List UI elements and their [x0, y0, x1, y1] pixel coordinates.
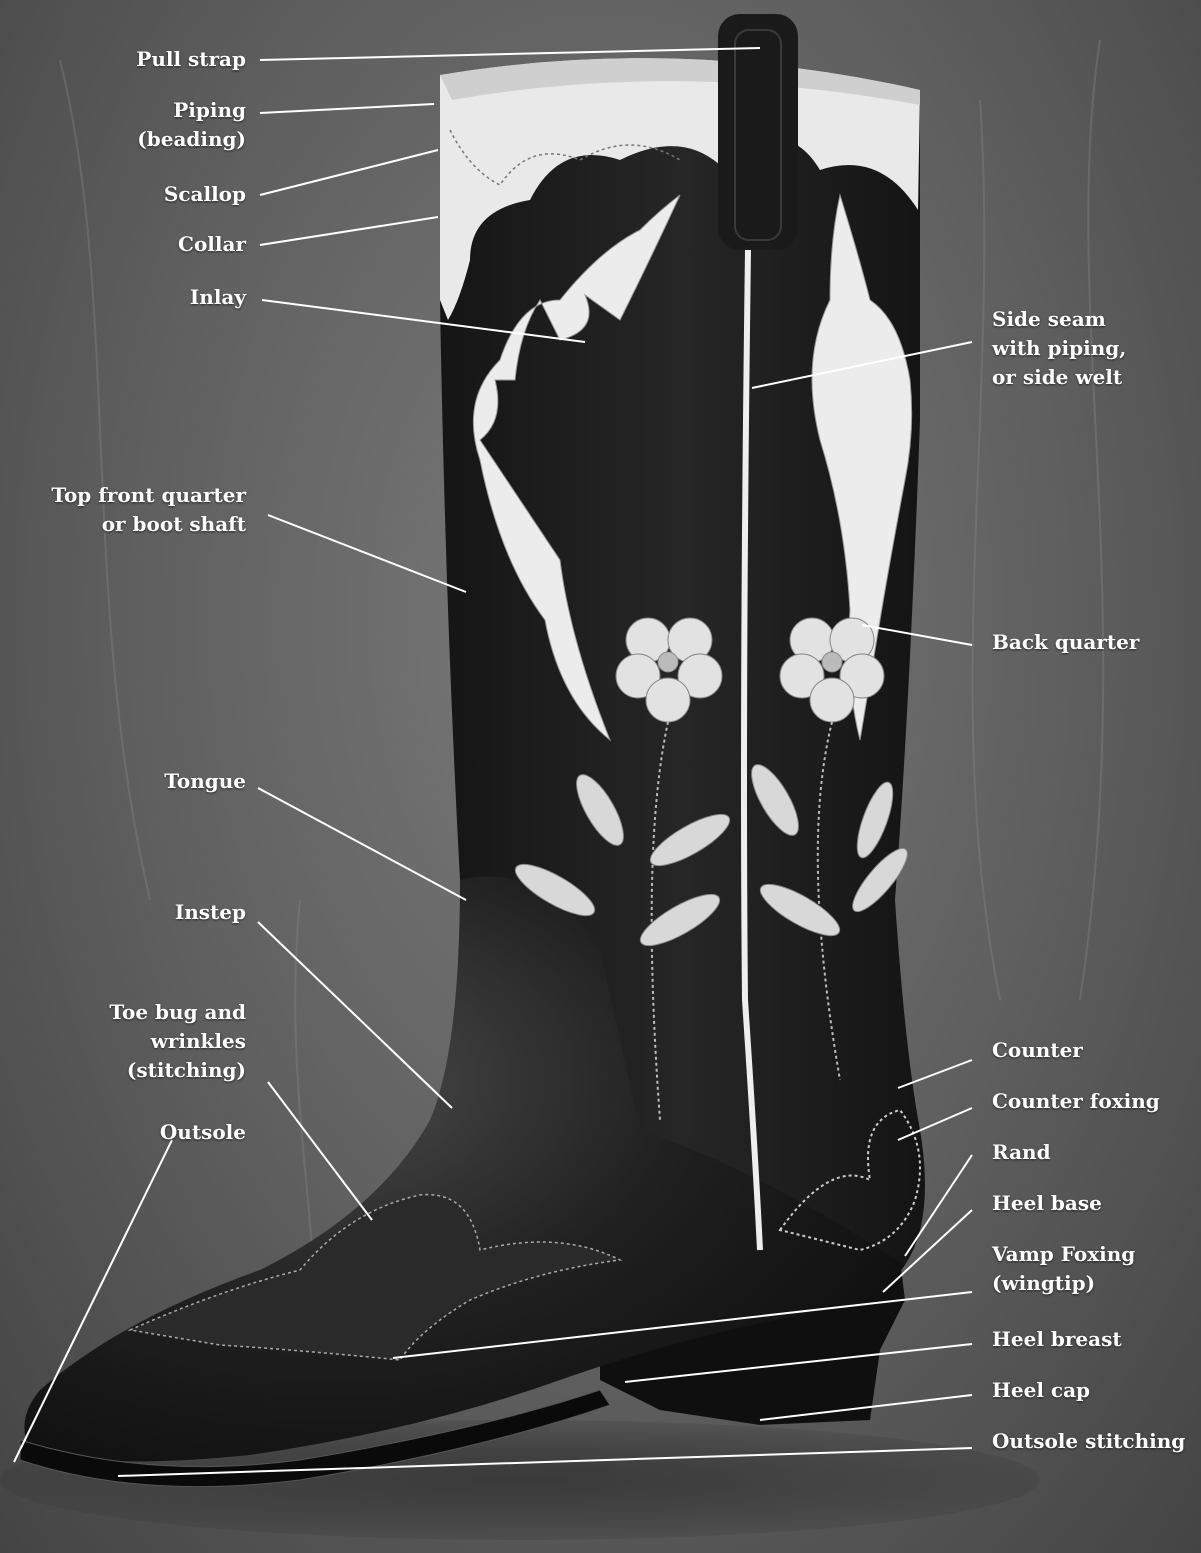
label-line: Inlay	[190, 283, 246, 312]
label-line: Counter foxing	[992, 1087, 1160, 1116]
label-scallop: Scallop	[164, 180, 246, 209]
label-line: Side seam	[992, 305, 1126, 334]
label-outsole-stitching: Outsole stitching	[992, 1427, 1185, 1456]
label-line: or boot shaft	[51, 510, 246, 539]
label-line: or side welt	[992, 363, 1126, 392]
label-line: Back quarter	[992, 628, 1139, 657]
label-line: Collar	[178, 230, 246, 259]
label-line: Scallop	[164, 180, 246, 209]
label-collar: Collar	[178, 230, 246, 259]
label-line: (wingtip)	[992, 1269, 1135, 1298]
label-line: Top front quarter	[51, 481, 246, 510]
label-line: Instep	[175, 898, 246, 927]
label-line: Heel cap	[992, 1376, 1090, 1405]
label-piping: Piping(beading)	[137, 96, 246, 154]
label-line: Outsole	[160, 1118, 246, 1147]
label-line: (beading)	[137, 125, 246, 154]
label-vamp-foxing: Vamp Foxing(wingtip)	[992, 1240, 1135, 1298]
label-inlay: Inlay	[190, 283, 246, 312]
label-heel-base: Heel base	[992, 1189, 1102, 1218]
label-line: wrinkles	[109, 1027, 246, 1056]
label-tongue: Tongue	[164, 767, 246, 796]
label-rand: Rand	[992, 1138, 1051, 1167]
label-line: Outsole stitching	[992, 1427, 1185, 1456]
label-pull-strap: Pull strap	[136, 45, 246, 74]
label-line: Heel base	[992, 1189, 1102, 1218]
label-back-quarter: Back quarter	[992, 628, 1139, 657]
label-line: Pull strap	[136, 45, 246, 74]
label-counter-foxing: Counter foxing	[992, 1087, 1160, 1116]
label-line: (stitching)	[109, 1056, 246, 1085]
label-outsole: Outsole	[160, 1118, 246, 1147]
label-heel-breast: Heel breast	[992, 1325, 1122, 1354]
label-line: Vamp Foxing	[992, 1240, 1135, 1269]
label-line: Piping	[137, 96, 246, 125]
label-line: Tongue	[164, 767, 246, 796]
label-instep: Instep	[175, 898, 246, 927]
label-line: Counter	[992, 1036, 1083, 1065]
label-line: with piping,	[992, 334, 1126, 363]
label-heel-cap: Heel cap	[992, 1376, 1090, 1405]
label-line: Toe bug and	[109, 998, 246, 1027]
label-line: Heel breast	[992, 1325, 1122, 1354]
label-line: Rand	[992, 1138, 1051, 1167]
label-counter: Counter	[992, 1036, 1083, 1065]
